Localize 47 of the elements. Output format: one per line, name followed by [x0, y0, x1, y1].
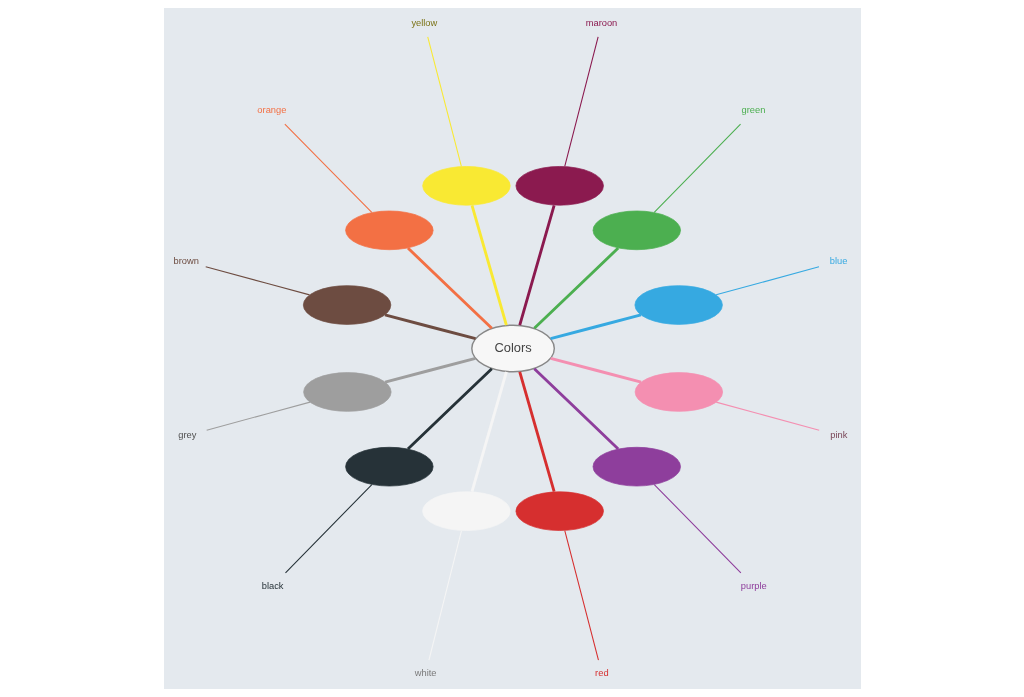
node-text: black — [261, 580, 283, 591]
connector — [517, 204, 555, 326]
connector — [653, 484, 741, 574]
node-text: pink — [829, 429, 847, 440]
connector — [406, 367, 493, 450]
node-ellipse: Colors — [470, 324, 555, 373]
connector — [205, 401, 311, 431]
node-text: red — [594, 667, 609, 678]
connector — [284, 484, 372, 574]
node-text: white — [414, 667, 437, 678]
connector — [406, 247, 493, 330]
connector — [426, 36, 462, 167]
node-cloud — [515, 491, 604, 531]
node-text: green — [741, 105, 765, 116]
connector — [384, 357, 476, 384]
connector — [715, 266, 820, 296]
node-cloud — [302, 372, 391, 412]
connector — [563, 530, 599, 661]
connector — [653, 123, 741, 213]
connector — [283, 123, 372, 213]
node-cloud — [344, 210, 433, 251]
connector — [517, 371, 555, 493]
node-cloud — [302, 285, 391, 325]
node-text: brown — [173, 255, 199, 266]
connector — [549, 313, 641, 341]
node-text: purple — [740, 580, 767, 591]
connector — [715, 401, 820, 431]
node-cloud — [592, 446, 681, 487]
node-cloud — [344, 446, 433, 487]
node-cloud — [634, 372, 723, 412]
node-text: maroon — [585, 18, 617, 29]
connector — [470, 204, 508, 326]
node-cloud — [421, 166, 511, 206]
connector — [532, 367, 619, 450]
node-cloud — [515, 166, 604, 206]
node-text: grey — [177, 429, 196, 440]
connector — [532, 247, 619, 330]
connector — [563, 36, 599, 167]
connector — [384, 313, 476, 341]
connector — [549, 357, 641, 384]
node-text: blue — [829, 255, 847, 266]
node-cloud — [592, 210, 681, 251]
node-text: yellow — [410, 18, 437, 29]
connector — [204, 266, 310, 296]
connector — [470, 371, 508, 493]
node-cloud — [634, 285, 723, 325]
node-text: orange — [256, 105, 286, 116]
